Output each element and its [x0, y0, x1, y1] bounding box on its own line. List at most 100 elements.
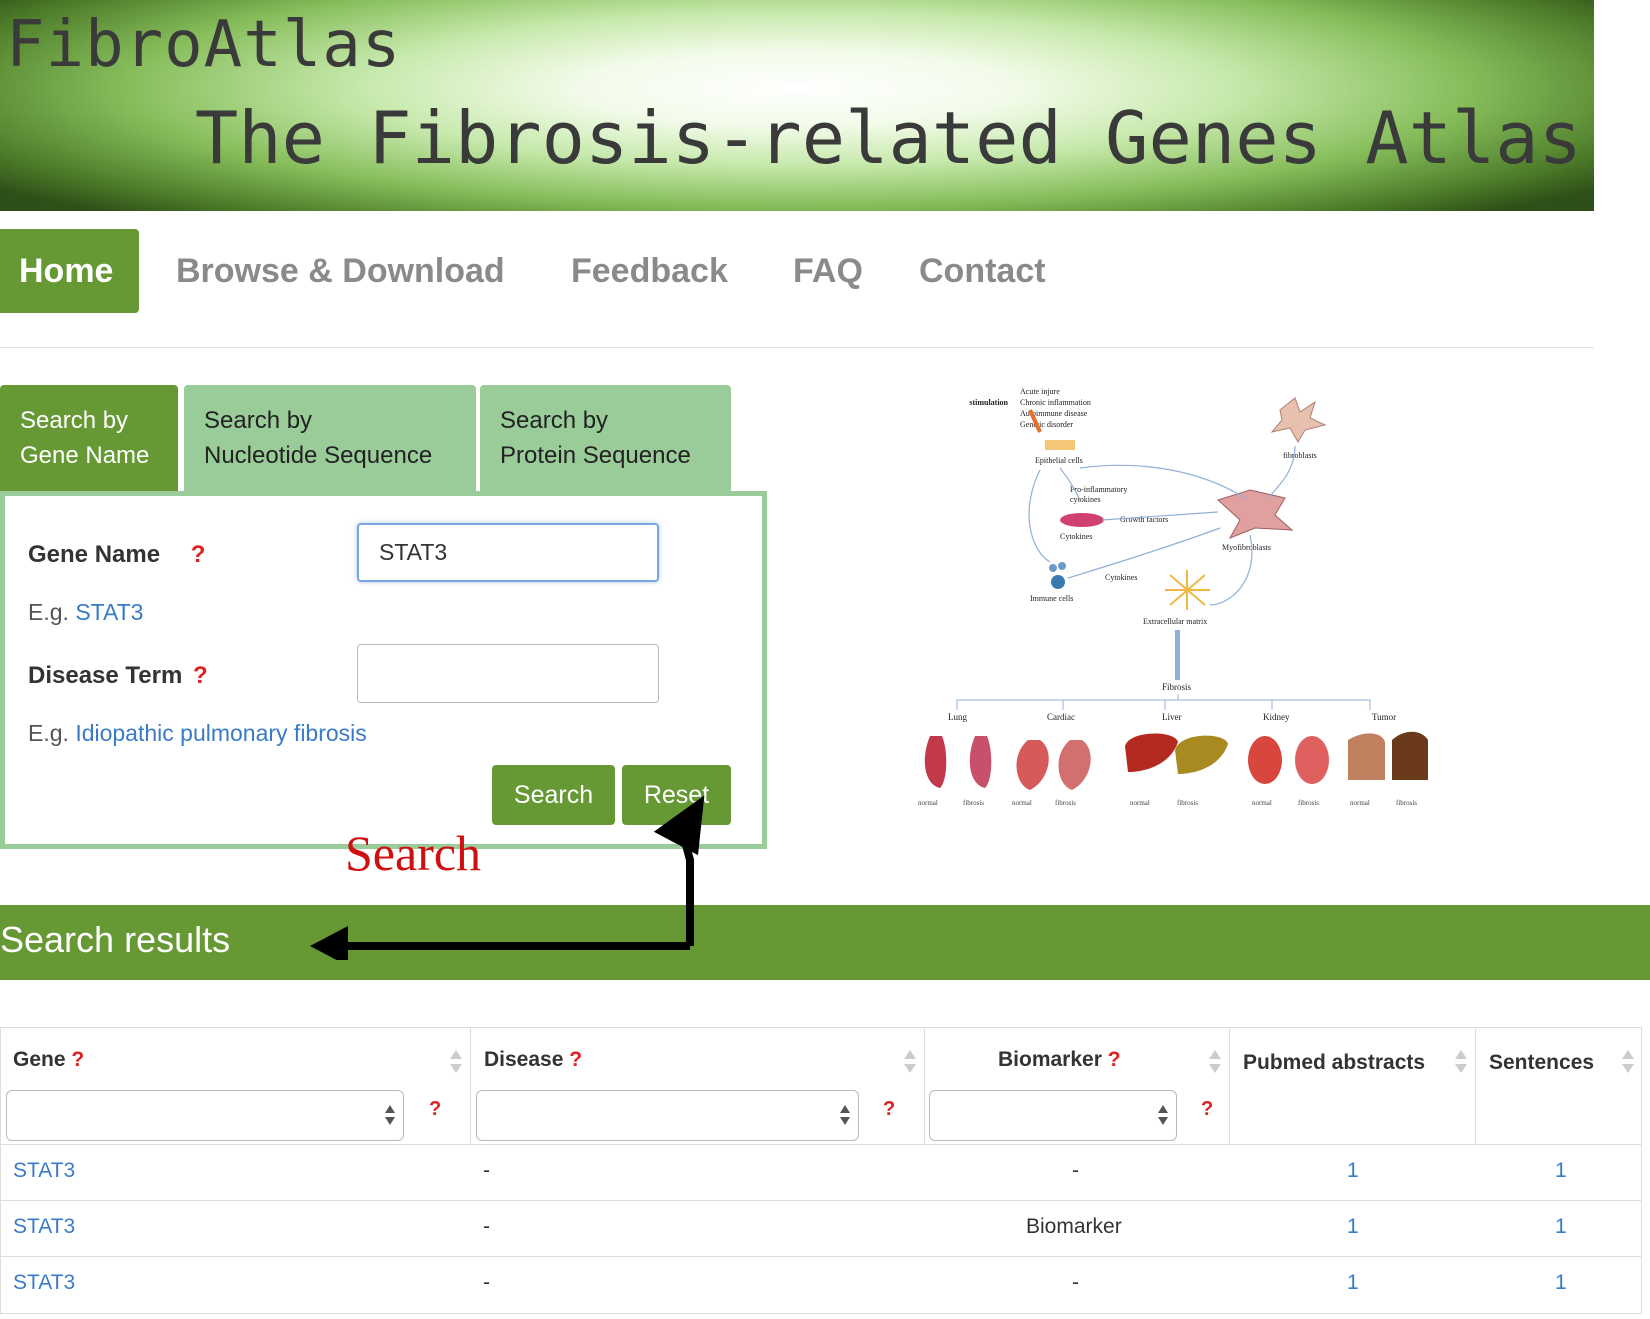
state-label: fibrosis: [1177, 799, 1198, 807]
biomarker-cell: -: [1072, 1159, 1079, 1182]
node-proinflammatory: Pro-inflammatory: [1070, 485, 1127, 494]
help-icon[interactable]: ?: [190, 541, 206, 568]
epithelial-cell-shape: [1045, 440, 1075, 450]
help-icon[interactable]: ?: [883, 1098, 896, 1120]
sort-icon[interactable]: [450, 1050, 462, 1076]
fibroblast-shape: [1270, 397, 1327, 443]
sort-icon[interactable]: [1455, 1050, 1467, 1076]
example-prefix: E.g.: [28, 599, 69, 625]
help-icon[interactable]: ?: [429, 1098, 442, 1120]
annotation-label: Search: [345, 825, 482, 881]
help-icon[interactable]: ?: [192, 662, 208, 689]
immune-cell-shape: [1049, 564, 1057, 572]
kidney-fibrosis-icon: [1295, 736, 1329, 784]
disease-example-link[interactable]: Idiopathic pulmonary fibrosis: [75, 720, 367, 746]
main-nav: Home Browse & Download Feedback FAQ Cont…: [0, 229, 1594, 313]
disease-filter-select[interactable]: [476, 1090, 859, 1141]
state-label: fibrosis: [1298, 799, 1319, 807]
stimulation-label: stimulation: [969, 398, 1008, 407]
column-header-pubmed[interactable]: Pubmed abstracts: [1230, 1028, 1476, 1144]
disease-example: E.g. Idiopathic pulmonary fibrosis: [28, 720, 367, 747]
column-label: Pubmed abstracts: [1243, 1051, 1426, 1074]
lung-fibrosis-icon: [969, 736, 992, 788]
help-icon[interactable]: ?: [71, 1048, 85, 1071]
tumor-fibrosis-icon: [1392, 731, 1428, 780]
sort-icon[interactable]: [1622, 1050, 1634, 1076]
column-header-biomarker[interactable]: Biomarker ? ?: [925, 1028, 1230, 1144]
node-cytokines: Cytokines: [1060, 532, 1092, 541]
column-header-gene[interactable]: Gene ? ?: [1, 1028, 471, 1144]
lightning-icon: [1028, 409, 1042, 433]
column-header-sentences[interactable]: Sentences: [1476, 1028, 1641, 1144]
search-results-bar: Search results: [0, 905, 1650, 980]
tumor-normal-icon: [1348, 733, 1385, 780]
sentences-link[interactable]: 1: [1555, 1215, 1567, 1238]
nav-home[interactable]: Home: [0, 229, 140, 313]
tab-label: Nucleotide Sequence: [204, 442, 433, 469]
stimulus-item: Chronic inflammation: [1020, 398, 1091, 407]
gene-filter-select[interactable]: [6, 1090, 404, 1141]
disease-term-label: Disease Term ?: [28, 662, 208, 690]
column-header-disease[interactable]: Disease ? ?: [471, 1028, 925, 1144]
gene-name-input[interactable]: [357, 523, 659, 582]
node-immune-cells: Immune cells: [1030, 594, 1073, 603]
select-arrow-icon: [840, 1105, 850, 1127]
search-button[interactable]: Search: [492, 765, 615, 825]
sentences-link[interactable]: 1: [1555, 1159, 1567, 1182]
disease-term-input[interactable]: [357, 644, 659, 703]
fibrosis-arrow: [1175, 630, 1180, 680]
disease-cell: -: [483, 1159, 490, 1182]
annotation-arrowhead-up: [653, 795, 705, 856]
select-arrow-icon: [1158, 1105, 1168, 1127]
pubmed-link[interactable]: 1: [1347, 1159, 1359, 1182]
column-label: Biomarker: [998, 1048, 1102, 1071]
node-fibrosis: Fibrosis: [1162, 682, 1192, 692]
stimulus-item: Acute injure: [1020, 387, 1060, 396]
nav-faq[interactable]: FAQ: [793, 252, 863, 290]
tab-search-gene-name[interactable]: Search by Gene Name: [0, 385, 178, 493]
site-title: FibroAtlas: [6, 8, 402, 82]
biomarker-filter-select[interactable]: [929, 1090, 1177, 1141]
nav-divider: [0, 347, 1594, 348]
pathway-arrows: [1028, 445, 1296, 606]
results-table: Gene ? ? Disease ? ? Biomarker ? ? Pubme…: [0, 1027, 1642, 1314]
sort-icon[interactable]: [1209, 1050, 1221, 1076]
gene-example: E.g. STAT3: [28, 599, 143, 626]
help-icon[interactable]: ?: [1107, 1048, 1121, 1071]
state-label: normal: [1350, 799, 1370, 807]
biomarker-cell: -: [1072, 1271, 1079, 1294]
immune-cell-shape: [1058, 562, 1066, 570]
tab-search-nucleotide[interactable]: Search by Nucleotide Sequence: [184, 385, 476, 493]
site-subtitle: The Fibrosis-related Genes Atlas: [194, 96, 1582, 180]
fibrosis-pathway-figure: Acute injure Chronic inflammation Autoim…: [918, 387, 1428, 807]
sort-icon[interactable]: [904, 1050, 916, 1076]
site-banner: FibroAtlas The Fibrosis-related Genes At…: [0, 0, 1594, 211]
state-label: normal: [1012, 799, 1032, 807]
gene-link[interactable]: STAT3: [13, 1159, 76, 1182]
gene-example-link[interactable]: STAT3: [75, 599, 144, 625]
gene-link[interactable]: STAT3: [13, 1271, 76, 1294]
annotation-arrow: [310, 795, 705, 960]
node-fibroblasts: fibroblasts: [1283, 451, 1317, 460]
pubmed-link[interactable]: 1: [1347, 1271, 1359, 1294]
node-growth-factors: Growth factors: [1120, 515, 1168, 524]
nav-feedback[interactable]: Feedback: [571, 252, 728, 290]
node-epithelial: Epithelial cells: [1035, 456, 1083, 465]
heart-normal-icon: [1016, 740, 1049, 790]
table-row: STAT3 - - 1 1: [1, 1256, 1641, 1312]
sentences-link[interactable]: 1: [1555, 1271, 1567, 1294]
column-label: Gene: [13, 1048, 66, 1071]
help-icon[interactable]: ?: [1201, 1098, 1214, 1120]
help-icon[interactable]: ?: [569, 1048, 583, 1071]
pubmed-link[interactable]: 1: [1347, 1215, 1359, 1238]
nav-contact[interactable]: Contact: [919, 252, 1046, 290]
myofibroblast-shape: [1217, 489, 1294, 539]
nav-browse-download[interactable]: Browse & Download: [176, 252, 505, 290]
tab-label: Search by: [204, 407, 313, 434]
organ-label: Liver: [1162, 712, 1182, 722]
example-prefix: E.g.: [28, 720, 69, 746]
state-label: normal: [1130, 799, 1150, 807]
tab-search-protein[interactable]: Search by Protein Sequence: [480, 385, 731, 493]
gene-link[interactable]: STAT3: [13, 1215, 76, 1238]
liver-fibrosis-icon: [1175, 735, 1228, 774]
